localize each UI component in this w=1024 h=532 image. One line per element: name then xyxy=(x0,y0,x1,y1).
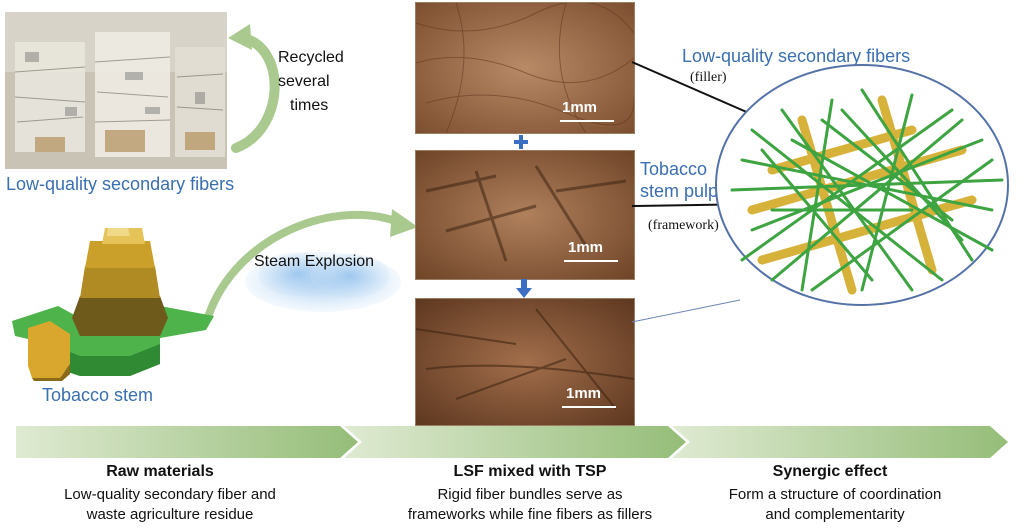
fiber-network-illustration xyxy=(715,64,1009,306)
micrograph-lsf: 1mm xyxy=(415,2,635,134)
steam-arrow xyxy=(204,209,418,321)
tobacco-stem-label: Tobacco stem xyxy=(42,385,154,405)
steam-explosion-label: Steam Explosion xyxy=(254,253,375,270)
tobacco-stem-pulp-label: Tobacco stem pulp xyxy=(640,159,719,201)
micrograph-mixed: 1mm xyxy=(415,298,635,426)
lsf-label-left: Low-quality secondary fibers xyxy=(6,174,235,194)
framework-label: (framework) xyxy=(648,218,719,233)
scale-label-1: 1mm xyxy=(562,99,598,116)
micrograph-tsp: 1mm xyxy=(415,150,635,280)
scale-bar-2 xyxy=(564,260,618,262)
stage-arrows xyxy=(16,426,1008,458)
scale-bar-1 xyxy=(560,120,614,122)
scale-label-2: 1mm xyxy=(568,239,604,256)
stage-title-raw: Raw materials xyxy=(106,463,214,480)
steam-cloud xyxy=(245,252,401,312)
recycled-label: Recycled several times xyxy=(278,49,344,114)
stage-title-synergic: Synergic effect xyxy=(772,463,888,480)
tobacco-stem-illustration xyxy=(12,228,214,381)
wastepaper-photo xyxy=(5,12,227,169)
recycle-arrow xyxy=(228,24,280,153)
down-arrow-icon xyxy=(516,279,532,298)
stage-title-mixed: LSF mixed with TSP xyxy=(453,463,607,480)
filler-label: (filler) xyxy=(690,70,727,85)
lsf-label-right: Low-quality secondary fibers xyxy=(682,46,911,66)
scale-label-3: 1mm xyxy=(566,385,602,402)
plus-icon xyxy=(514,135,528,149)
scale-bar-3 xyxy=(562,406,616,408)
